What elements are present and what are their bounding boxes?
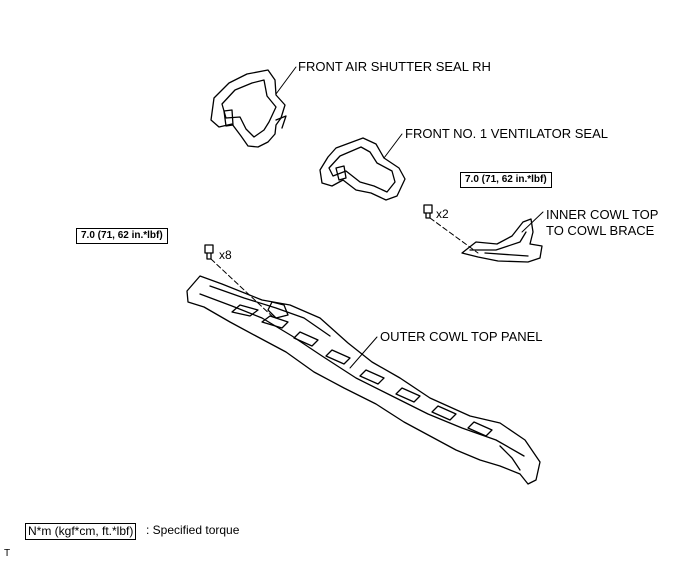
legend-torque-box: N*m (kgf*cm, ft.*lbf)	[25, 523, 137, 540]
bolt-left	[204, 244, 214, 260]
label-front-air-shutter-seal: FRONT AIR SHUTTER SEAL RH	[298, 59, 491, 74]
front-air-shutter-seal-part	[210, 69, 287, 148]
inner-cowl-brace-part	[461, 218, 543, 263]
torque-spec-left: 7.0 (71, 62 in.*lbf)	[76, 228, 168, 244]
quantity-upper-right: x2	[436, 207, 449, 221]
label-front-ventilator-seal: FRONT NO. 1 VENTILATOR SEAL	[405, 126, 608, 141]
legend-torque-text: : Specified torque	[146, 523, 240, 537]
label-inner-cowl-line1: INNER COWL TOP	[546, 207, 659, 222]
torque-spec-upper-right: 7.0 (71, 62 in.*lbf)	[460, 172, 552, 188]
leader-lines	[275, 66, 544, 369]
outer-cowl-panel-part	[186, 275, 541, 485]
quantity-left: x8	[219, 248, 232, 262]
corner-mark: T	[4, 548, 11, 559]
label-inner-cowl-line2: TO COWL BRACE	[546, 223, 655, 238]
fastener-dashed-lines	[210, 217, 479, 319]
front-ventilator-seal-part	[319, 137, 406, 201]
label-outer-cowl-panel: OUTER COWL TOP PANEL	[380, 329, 543, 344]
bolt-upper-right	[423, 204, 433, 219]
